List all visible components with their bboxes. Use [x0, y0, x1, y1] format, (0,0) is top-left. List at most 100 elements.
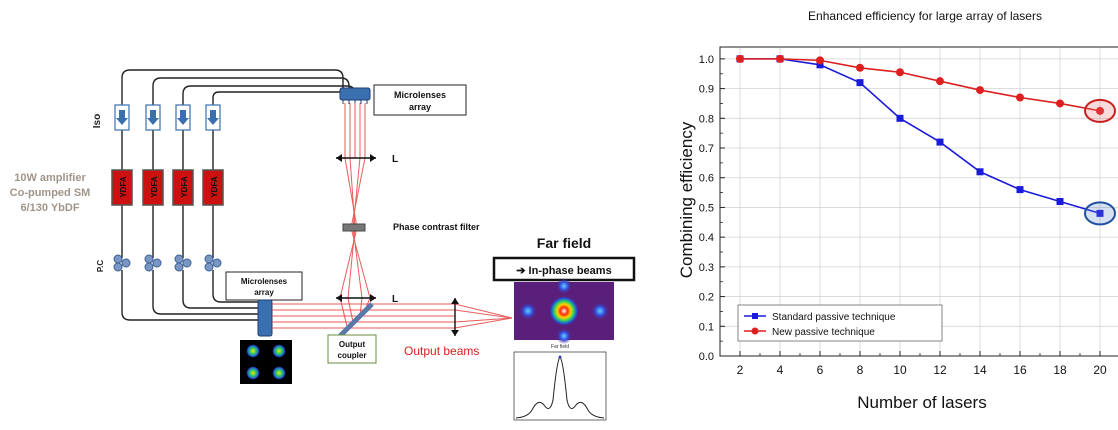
x-tick-label: 14: [973, 363, 987, 377]
y-axis: 0.00.10.20.30.40.50.60.70.80.91.0: [699, 54, 725, 363]
pc-paddle-2a: [144, 254, 154, 264]
output-converging-3: [454, 317, 513, 323]
series-point: [976, 168, 984, 176]
legend-label-new: New passive technique: [772, 327, 875, 338]
series-point: [1096, 106, 1104, 115]
amplifier-label-line2: Co-pumped SM: [10, 187, 91, 199]
endpoint-highlights: [1084, 98, 1116, 226]
lens-bottom-label: L: [392, 294, 398, 305]
fiber-loops: [121, 69, 356, 321]
series-point: [1096, 209, 1104, 217]
x-axis-label: Number of lasers: [857, 393, 986, 412]
pc-paddle-3a: [174, 254, 184, 264]
series-point: [1016, 186, 1024, 194]
lens-bottom-arrow-left-icon: [336, 294, 342, 302]
lens-top-label: L: [392, 154, 398, 165]
pc-label: P.C: [96, 260, 105, 273]
legend-label-standard: Standard passive technique: [772, 312, 896, 323]
fiber-return-4: [212, 270, 258, 303]
x-tick-label: 8: [857, 363, 864, 377]
microlens-array-bottom: [257, 299, 273, 337]
microlens-bottom-label-line1: Microlenses: [241, 277, 288, 286]
profile-plot-frame: [513, 351, 607, 421]
y-axis-label: Combining efficiency: [677, 121, 696, 278]
x-tick-label: 6: [817, 363, 824, 377]
pc-paddle-4c: [204, 262, 214, 272]
series-point: [936, 77, 944, 86]
isolator-arrow-icon-2: [147, 110, 159, 125]
y-tick-label: 0.9: [699, 84, 714, 96]
isolators: [114, 104, 221, 131]
pc-paddle-1a: [113, 254, 123, 264]
fiber-loop-2: [152, 77, 350, 105]
chart-legend: Standard passive technique New passive t…: [737, 304, 943, 342]
lens-top-arrow-left-icon: [336, 154, 342, 162]
chart-series: [736, 54, 1104, 217]
pc-paddle-1b: [121, 258, 131, 268]
output-beams-label: Output beams: [404, 344, 479, 358]
ydfa-box-2: [142, 169, 164, 206]
far-field-center-lobe: [549, 296, 579, 326]
profile-peak-marker: [558, 355, 562, 359]
isolator-arrow-icon-1: [116, 110, 128, 125]
microlens-top-label-line2: array: [409, 102, 431, 112]
far-field-title: Far field: [537, 235, 591, 251]
laser-setup-diagram: Iso YDFA YDFA YDFA YDFA 10W amplifier Co…: [10, 69, 636, 421]
endpoint-highlight-ring: [1084, 201, 1116, 226]
y-tick-label: 0.0: [699, 351, 714, 363]
pc-paddle-2c: [144, 262, 154, 272]
lens-top-arrow-right-icon: [370, 154, 376, 162]
pc-paddle-2b: [152, 258, 162, 268]
series-point: [856, 63, 864, 72]
microlens-bottom-label-box: [225, 271, 303, 301]
phase-filter-label: Phase contrast filter: [393, 222, 480, 232]
horizontal-beams: [272, 303, 513, 329]
y-tick-label: 0.2: [699, 292, 714, 304]
series-line: [740, 58, 1101, 112]
ydfa-label-4: YDFA: [210, 176, 219, 198]
series-point: [776, 54, 784, 63]
output-lens-arrow-up-icon: [451, 298, 459, 304]
far-field-lobe-top: [556, 278, 572, 294]
fiber-loop-1: [121, 69, 344, 105]
series-point: [816, 56, 824, 65]
profile-title: Far field: [551, 344, 569, 350]
fiber-return-1: [121, 270, 258, 321]
series-point: [1016, 93, 1024, 102]
near-field-spot-4: [272, 366, 286, 380]
series-point: [936, 138, 944, 146]
in-phase-label: ➔ In-phase beams: [516, 265, 611, 277]
microlens-array-top: [339, 87, 371, 101]
x-tick-label: 10: [893, 363, 907, 377]
near-field-spot-3: [246, 366, 260, 380]
y-tick-label: 0.6: [699, 173, 714, 185]
ydfa-label-3: YDFA: [180, 176, 189, 198]
converging-beam-3: [352, 157, 361, 229]
far-field-lobe-left: [519, 302, 537, 320]
fiber-return-3: [182, 270, 258, 309]
series-point: [1056, 99, 1064, 108]
phase-contrast-filter: [342, 223, 366, 232]
x-tick-label: 16: [1013, 363, 1027, 377]
output-converging-2: [454, 309, 513, 319]
series-point: [736, 54, 744, 63]
pc-paddle-3b: [182, 258, 192, 268]
pc-paddle-3c: [174, 262, 184, 272]
series-point: [856, 79, 864, 87]
series-point: [896, 114, 904, 122]
series-point: [976, 86, 984, 95]
x-tick-label: 20: [1093, 363, 1107, 377]
y-tick-label: 0.8: [699, 113, 714, 125]
fiber-return-2: [152, 270, 258, 315]
ydfa-box-1: [111, 169, 133, 206]
vertical-beam-1b: [339, 297, 349, 331]
pc-paddle-1c: [113, 262, 123, 272]
ydfa-box-4: [202, 169, 224, 206]
ydfa-box-3: [172, 169, 194, 206]
legend-marker-new: [751, 327, 759, 335]
y-tick-label: 0.4: [699, 232, 714, 244]
endpoint-highlight-ring: [1084, 98, 1116, 123]
series-point: [1056, 198, 1064, 205]
output-coupler-label-line2: coupler: [338, 351, 367, 360]
output-converging-4: [454, 317, 513, 329]
